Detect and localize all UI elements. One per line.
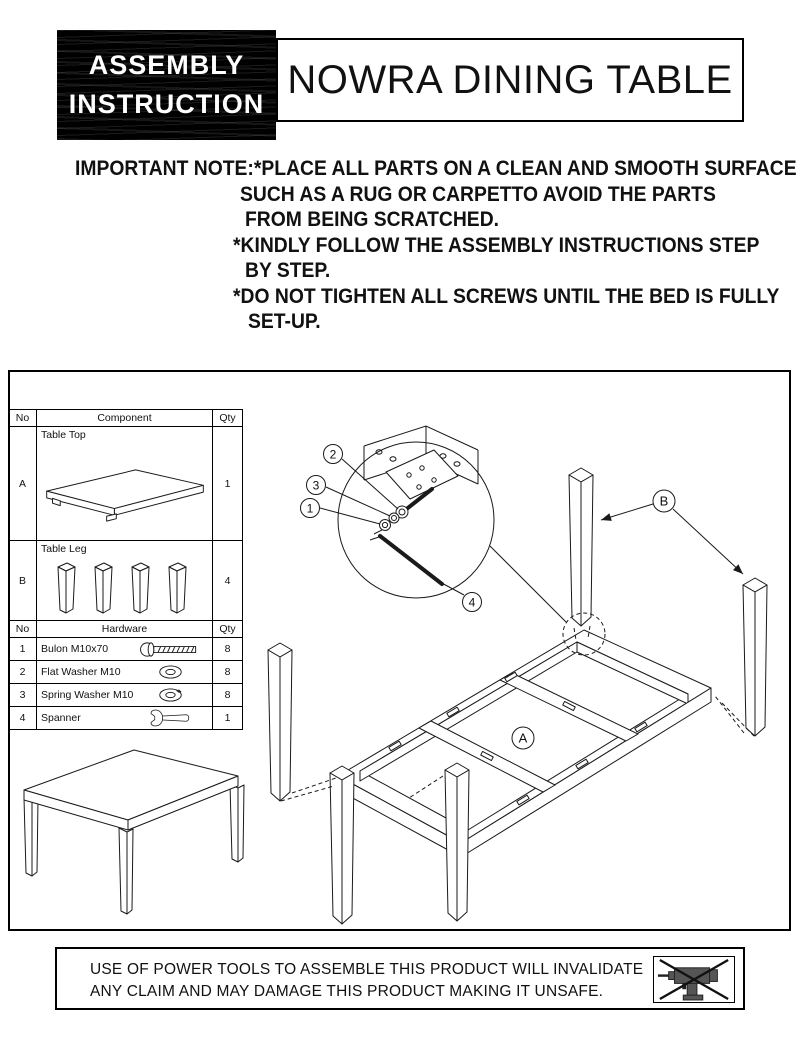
label-frame: A: [511, 726, 535, 750]
warning-box: USE OF POWER TOOLS TO ASSEMBLE THIS PROD…: [55, 947, 745, 1010]
part-no: 3: [8, 683, 37, 707]
table-row-flat-washer: 2 Flat Washer M10 8: [8, 660, 243, 684]
table-leg-part: [444, 762, 470, 922]
assembly-diagram: 2 3 1 4 B: [267, 425, 768, 925]
detail-pointer-line: [489, 545, 567, 623]
table-leg-part: [742, 577, 768, 737]
detail-bubble: [337, 425, 567, 623]
assembled-table-top: [23, 749, 239, 831]
no-power-tools-icon: [657, 958, 729, 1001]
part-qty: 8: [212, 683, 243, 707]
table-leg-part: [267, 642, 293, 802]
product-title: NOWRA DINING TABLE: [287, 57, 733, 102]
note-line: SET-UP.: [248, 310, 321, 333]
badge-line-2: INSTRUCTION: [68, 89, 265, 119]
part-name: Table Leg: [41, 543, 87, 555]
important-notes: IMPORTANT NOTE:*PLACE ALL PARTS ON A CLE…: [75, 156, 800, 335]
diagram-panel: No Component Qty A Table Top 1: [8, 370, 791, 931]
warning-text: USE OF POWER TOOLS TO ASSEMBLE THIS PROD…: [90, 959, 643, 1003]
bolt-detail: [379, 487, 434, 531]
part-no: 4: [8, 706, 37, 730]
note-line: *KINDLY FOLLOW THE ASSEMBLY INSTRUCTIONS…: [233, 233, 760, 257]
table-row-bolt: 1 Bulon M10x70: [8, 637, 243, 661]
table-row-spanner: 4 Spanner 1: [8, 706, 243, 730]
part-name: Table Top: [41, 429, 86, 441]
table-row-table-top: A Table Top 1: [8, 426, 243, 541]
svg-text:4: 4: [469, 596, 476, 610]
part-qty: 1: [212, 426, 243, 541]
bolt-icon: [140, 641, 197, 657]
part-cell: Flat Washer M10: [36, 660, 213, 684]
joint-target-circle: [562, 612, 606, 656]
assembled-table-drawing: [23, 749, 245, 915]
col-header-no: No: [8, 409, 37, 427]
spring-washer-icon: [159, 688, 182, 702]
part-qty: 4: [212, 540, 243, 621]
part-no: 1: [8, 637, 37, 661]
table-leg-part: [329, 765, 355, 925]
col-header-qty: Qty: [212, 620, 243, 638]
product-title-box: NOWRA DINING TABLE: [276, 38, 744, 122]
table-top-icon: [45, 469, 204, 522]
part-name: Flat Washer M10: [41, 666, 121, 678]
callout-spanner: 4: [462, 592, 482, 612]
corner-joint-detail: [363, 425, 479, 500]
part-cell: Bulon M10x70: [36, 637, 213, 661]
callout-flat-washer: 2: [323, 444, 343, 464]
note-line: *DO NOT TIGHTEN ALL SCREWS UNTIL THE BED…: [233, 284, 780, 308]
components-header-row: No Component Qty: [8, 409, 243, 427]
part-no: A: [8, 426, 37, 541]
parts-list-table: No Component Qty A Table Top 1: [8, 409, 243, 730]
hardware-header-row: No Hardware Qty: [8, 620, 243, 638]
table-leg-part: [568, 467, 594, 627]
label-legs: B: [600, 489, 744, 575]
part-cell: Table Leg: [36, 540, 213, 621]
part-qty: 8: [212, 660, 243, 684]
part-cell: Spanner: [36, 706, 213, 730]
table-leg-icon: [57, 562, 186, 614]
svg-text:2: 2: [330, 448, 337, 462]
svg-text:3: 3: [313, 479, 320, 493]
part-qty: 8: [212, 637, 243, 661]
assembled-table-legs: [23, 783, 245, 915]
col-header-component: Component: [36, 409, 213, 427]
warning-line: ANY CLAIM AND MAY DAMAGE THIS PRODUCT MA…: [90, 983, 604, 1000]
svg-text:A: A: [519, 731, 528, 746]
part-qty: 1: [212, 706, 243, 730]
part-cell: Spring Washer M10: [36, 683, 213, 707]
part-cell: Table Top: [36, 426, 213, 541]
spanner-detail: [369, 529, 444, 586]
table-row-spring-washer: 3 Spring Washer M10: [8, 683, 243, 707]
part-no: 2: [8, 660, 37, 684]
svg-text:1: 1: [307, 502, 314, 516]
no-power-tools-icon-box: [653, 956, 735, 1003]
svg-text:B: B: [660, 494, 669, 509]
callout-spring-washer: 3: [306, 475, 326, 495]
table-row-table-leg: B Table Leg: [8, 540, 243, 621]
flat-washer-icon: [158, 665, 182, 679]
col-header-no: No: [8, 620, 37, 638]
spanner-icon: [150, 709, 190, 727]
note-line: FROM BEING SCRATCHED.: [245, 208, 500, 231]
part-no: B: [8, 540, 37, 621]
callout-bolt: 1: [300, 498, 320, 518]
warning-line: USE OF POWER TOOLS TO ASSEMBLE THIS PROD…: [90, 961, 644, 978]
assembly-instruction-badge: ASSEMBLY INSTRUCTION: [57, 30, 276, 140]
note-line: IMPORTANT NOTE:*PLACE ALL PARTS ON A CLE…: [75, 157, 797, 180]
part-name: Spanner: [41, 712, 81, 724]
badge-line-1: ASSEMBLY: [88, 50, 245, 80]
col-header-hardware: Hardware: [36, 620, 213, 638]
note-line: BY STEP.: [245, 259, 331, 282]
note-line: SUCH AS A RUG OR CARPETTO AVOID THE PART…: [240, 182, 716, 206]
part-name: Bulon M10x70: [41, 643, 109, 655]
part-name: Spring Washer M10: [41, 689, 134, 701]
col-header-qty: Qty: [212, 409, 243, 427]
